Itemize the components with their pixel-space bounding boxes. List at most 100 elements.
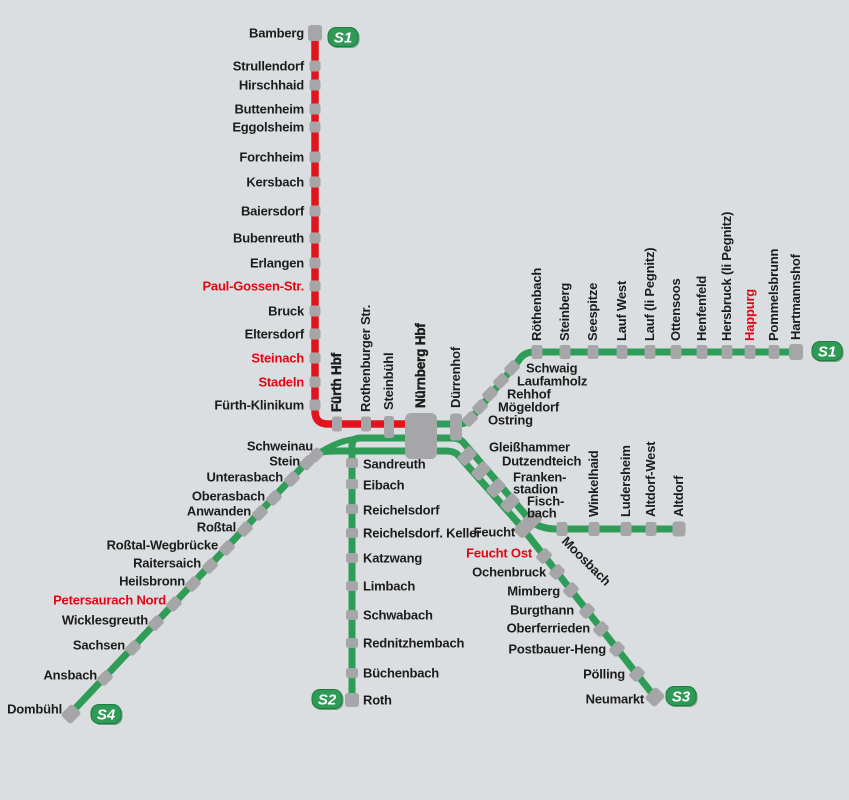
station-label-winkelhaid: Winkelhaid xyxy=(586,450,601,517)
station-label-happurg: Happurg xyxy=(742,289,757,341)
station-label-bruck: Bruck xyxy=(268,304,305,319)
station-marker-anwanden xyxy=(252,505,268,521)
station-marker-steinbühl xyxy=(384,416,394,438)
badge-s4: S4 xyxy=(90,704,123,725)
station-marker-rothenburger-str xyxy=(361,416,371,432)
station-marker-layer xyxy=(61,25,803,724)
station-marker-ottensoos xyxy=(670,345,682,359)
badge-label: S2 xyxy=(318,692,337,709)
station-label-roßtal-wegbrücke: Roßtal-Wegbrücke xyxy=(107,538,218,553)
station-marker-wicklesgreuth xyxy=(148,615,164,631)
station-marker-heilsbronn xyxy=(185,576,201,592)
station-marker-steinach xyxy=(309,352,321,364)
station-marker-erlangen xyxy=(309,257,321,269)
station-label-roth: Roth xyxy=(363,693,392,708)
station-label-reichelsdorf: Reichelsdorf xyxy=(363,503,440,518)
station-marker-altdorf xyxy=(672,521,686,537)
station-marker-burgthann xyxy=(579,603,595,619)
station-label-fischbach: bach xyxy=(527,506,557,521)
station-marker-ansbach xyxy=(97,670,113,686)
station-label-forchheim: Forchheim xyxy=(239,150,304,165)
station-label-altdorf: Altdorf xyxy=(671,475,686,517)
station-marker-ochenbruck xyxy=(549,564,565,580)
station-label-ludersheim: Ludersheim xyxy=(618,445,633,517)
station-marker-eggolsheim xyxy=(309,121,321,133)
station-label-frankenstadion: Franken- xyxy=(513,470,566,485)
station-label-steinberg: Steinberg xyxy=(557,283,572,341)
station-marker-gleißhammer xyxy=(457,446,477,466)
station-label-pommelsbrunn: Pommelsbrunn xyxy=(766,249,781,341)
station-label-mögeldorf: Mögeldorf xyxy=(498,400,560,415)
station-marker-reichelsdorf xyxy=(346,504,358,514)
station-marker-eibach xyxy=(346,479,358,489)
station-marker-postbauer-heng xyxy=(609,641,625,657)
station-marker-bubenreuth xyxy=(309,232,321,244)
station-label-baiersdorf: Baiersdorf xyxy=(241,204,305,219)
station-marker-roth xyxy=(345,693,359,707)
station-marker-limbach xyxy=(346,581,358,591)
station-label-hartmannshof: Hartmannshof xyxy=(788,253,803,340)
station-label-oberasbach: Oberasbach xyxy=(192,489,265,504)
station-marker-winkelhaid xyxy=(588,522,600,536)
station-label-ostring: Ostring xyxy=(488,413,533,428)
station-marker-moosbach xyxy=(556,522,568,536)
station-marker-eltersdorf xyxy=(309,328,321,340)
station-label-rehhof: Rehhof xyxy=(507,387,551,402)
station-marker-fischbach xyxy=(500,493,520,513)
station-label-feucht: Feucht xyxy=(474,525,516,540)
badge-s1-north: S1 xyxy=(327,27,360,48)
station-label-wicklesgreuth: Wicklesgreuth xyxy=(62,613,148,628)
station-marker-oberferrieden xyxy=(593,621,609,637)
station-marker-roßtal-wegbrücke xyxy=(219,540,235,556)
badge-label: S4 xyxy=(97,707,116,724)
station-label-altdorf-west: Altdorf-West xyxy=(643,441,658,517)
station-label-schwaig: Schwaig xyxy=(526,361,578,376)
station-label-neumarkt: Neumarkt xyxy=(586,692,645,707)
station-label-gleißhammer: Gleißhammer xyxy=(489,440,570,455)
badge-label: S3 xyxy=(672,689,691,706)
station-label-buttenheim: Buttenheim xyxy=(234,102,304,117)
station-marker-pölling xyxy=(629,666,645,682)
station-marker-feucht xyxy=(514,510,542,538)
station-marker-raitersaich xyxy=(202,558,218,574)
line-s2 xyxy=(348,434,682,700)
station-marker-strullendorf xyxy=(309,60,321,72)
station-label-frankenstadion: stadion xyxy=(513,482,558,497)
station-label-burgthann: Burgthann xyxy=(510,603,574,618)
station-marker-laufamholz xyxy=(493,373,509,389)
station-label-rednitzhembach: Rednitzhembach xyxy=(363,636,464,651)
station-marker-mögeldorf xyxy=(472,399,488,415)
station-label-strullendorf: Strullendorf xyxy=(233,59,305,74)
station-label-fürth-klinikum: Fürth-Klinikum xyxy=(214,398,304,413)
station-marker-röthenbach xyxy=(531,345,543,359)
station-label-dürrenhof: Dürrenhof xyxy=(448,346,463,408)
station-marker-seespitze xyxy=(587,345,599,359)
station-marker-hirschhaid xyxy=(309,79,321,91)
station-marker-mimberg xyxy=(563,582,579,598)
station-marker-oberasbach xyxy=(266,490,282,506)
station-marker-fürth-klinikum xyxy=(309,399,321,411)
station-label-postbauer-heng: Postbauer-Heng xyxy=(508,642,606,657)
badge-s2: S2 xyxy=(311,689,344,710)
station-label-sandreuth: Sandreuth xyxy=(363,457,426,472)
station-label-eltersdorf: Eltersdorf xyxy=(245,327,305,342)
station-label-roßtal: Roßtal xyxy=(197,520,236,535)
station-marker-pommelsbrunn xyxy=(768,345,780,359)
station-label-schwabach: Schwabach xyxy=(363,608,433,623)
station-label-reichelsdorf-keller: Reichelsdorf. Keller xyxy=(363,526,481,541)
station-label-büchenbach: Büchenbach xyxy=(363,666,439,681)
line-s3 xyxy=(428,447,657,699)
station-marker-stadeln xyxy=(309,376,321,388)
station-label-unterasbach: Unterasbach xyxy=(206,470,283,485)
station-marker-hersbruck-li-pegnitz xyxy=(721,345,733,359)
station-marker-neumarkt xyxy=(645,687,665,707)
station-marker-hartmannshof xyxy=(789,344,803,360)
station-label-raitersaich: Raitersaich xyxy=(133,556,201,571)
station-marker-lauf-west xyxy=(616,345,628,359)
badge-s1-east: S1 xyxy=(811,341,844,362)
station-label-paul-gossen-str: Paul-Gossen-Str. xyxy=(202,279,304,294)
station-marker-schwaig xyxy=(504,360,520,376)
station-label-bamberg: Bamberg xyxy=(249,26,304,41)
station-marker-dombühl xyxy=(61,704,81,724)
